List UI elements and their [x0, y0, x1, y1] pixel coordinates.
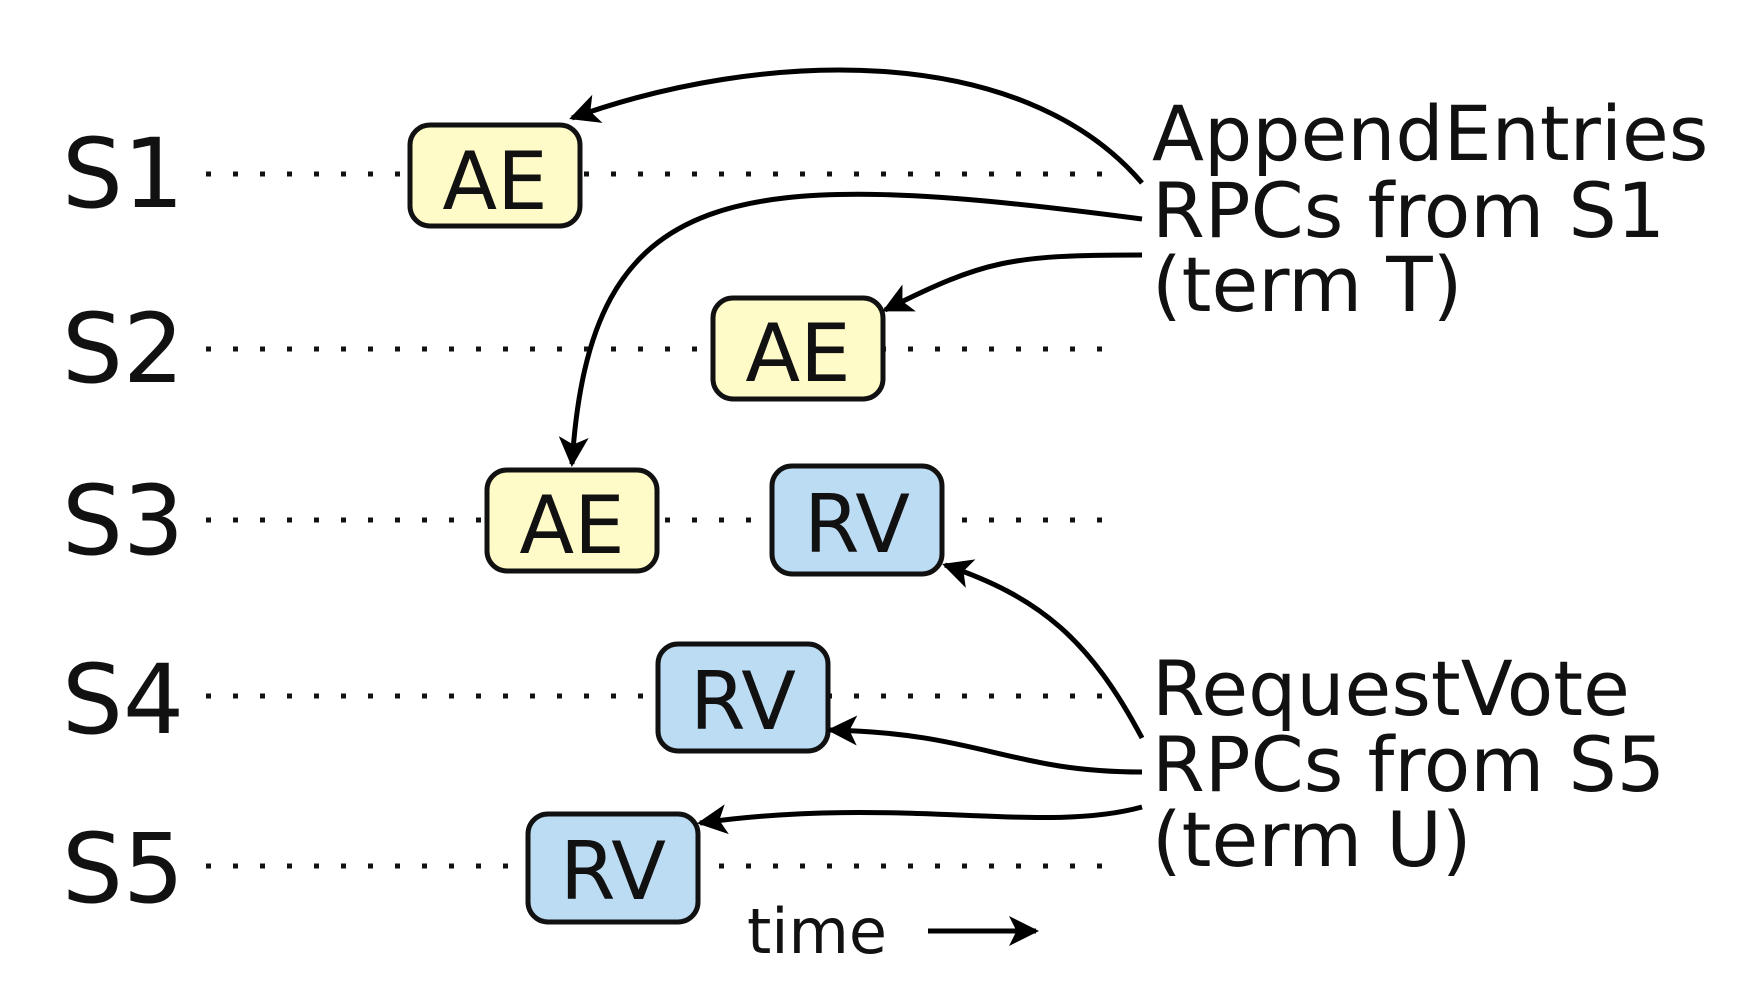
- request-vote-line-2: RPCs from S5: [1152, 720, 1665, 809]
- rv-label-s5: RV: [560, 825, 666, 918]
- append-entries-line-2: RPCs from S1: [1152, 166, 1665, 255]
- append-entries-arrow-s2: [882, 252, 1143, 313]
- append-entries-arrow-s1: [569, 67, 1144, 185]
- timeline-s2: S2: [62, 293, 1110, 405]
- ae-box-s3: [484, 467, 660, 574]
- timeline-s5: S5: [62, 813, 1110, 925]
- ae-label-s2: AE: [745, 307, 850, 400]
- server-label-s1: S1: [62, 118, 184, 230]
- request-vote-arrow-s5: [697, 804, 1143, 835]
- append-entries-arrow-s3: [558, 191, 1143, 467]
- rv-label-s4: RV: [690, 655, 796, 748]
- timeline-s3: S3: [62, 465, 1110, 577]
- rv-label-s3: RV: [804, 478, 910, 571]
- append-entries-line-1: AppendEntries: [1152, 89, 1708, 178]
- rv-message-s5: RV: [525, 811, 701, 925]
- append-entries-line-3: (term T): [1152, 240, 1462, 329]
- request-vote-arrow-s3: [942, 559, 1145, 740]
- message-boxes: AE AE AE RV RV RV: [407, 122, 945, 925]
- time-axis: time: [747, 895, 1039, 968]
- rv-box-s3: [769, 463, 945, 577]
- request-vote-line-3: (term U): [1152, 795, 1472, 884]
- ae-box-s2: [710, 295, 886, 402]
- rpc-arrows: [558, 67, 1145, 835]
- time-label: time: [747, 895, 887, 968]
- ae-message-s2: AE: [710, 295, 886, 402]
- rv-box-s4: [655, 641, 831, 754]
- server-label-s3: S3: [62, 465, 184, 577]
- server-label-s4: S4: [62, 644, 184, 756]
- ae-label-s3: AE: [519, 479, 624, 572]
- request-vote-annotation: RequestVote RPCs from S5 (term U): [1152, 644, 1665, 884]
- ae-message-s3: AE: [484, 467, 660, 574]
- rv-box-s5: [525, 811, 701, 925]
- request-vote-line-1: RequestVote: [1152, 644, 1630, 733]
- append-entries-annotation: AppendEntries RPCs from S1 (term T): [1152, 89, 1708, 329]
- request-vote-arrow-s4: [827, 715, 1143, 775]
- rv-message-s3: RV: [769, 463, 945, 577]
- server-timelines: S1 S2 S3 S4 S5: [62, 118, 1110, 925]
- ae-label-s1: AE: [442, 135, 547, 228]
- ae-message-s1: AE: [407, 122, 583, 229]
- ae-box-s1: [407, 122, 583, 229]
- timeline-s4: S4: [62, 644, 1110, 756]
- timeline-s1: S1: [62, 118, 1110, 230]
- rv-message-s4: RV: [655, 641, 831, 754]
- server-label-s2: S2: [62, 293, 184, 405]
- server-label-s5: S5: [62, 813, 184, 925]
